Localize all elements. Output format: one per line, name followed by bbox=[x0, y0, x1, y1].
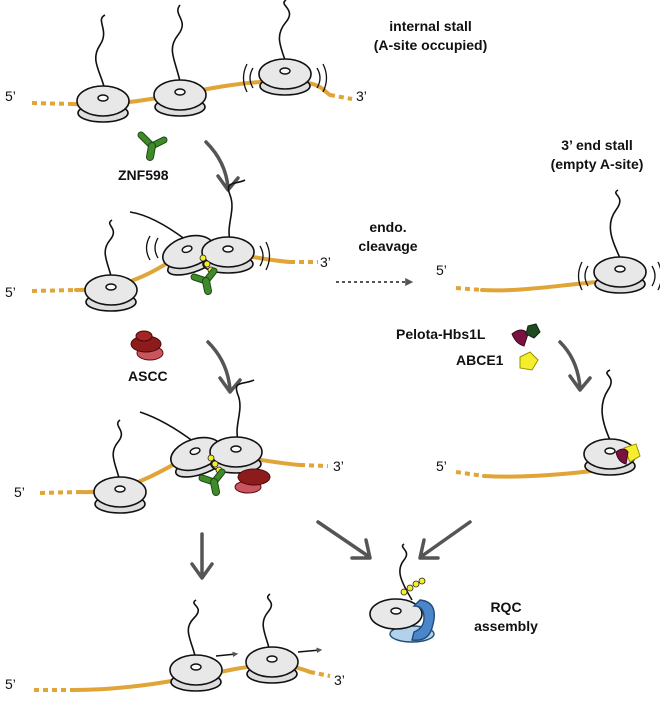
mrna-5prime-dash bbox=[39, 490, 81, 495]
five-prime-label: 5’ bbox=[436, 458, 447, 474]
five-prime-label: 5’ bbox=[14, 484, 25, 500]
ubiquitin-chain bbox=[207, 454, 223, 474]
nascent-chain bbox=[262, 593, 273, 653]
nascent-chain bbox=[278, 0, 291, 61]
nascent-chain bbox=[129, 211, 187, 241]
row4-resumed-translation bbox=[34, 593, 331, 692]
internal-stall-title: internal stall bbox=[389, 18, 472, 34]
mrna-5prime-dash bbox=[31, 101, 73, 106]
endo-label: endo. bbox=[369, 219, 407, 235]
nascent-chain bbox=[187, 599, 200, 661]
ribosome bbox=[76, 85, 130, 123]
movement-arrow bbox=[297, 647, 323, 654]
rqc-label: RQC bbox=[490, 599, 522, 615]
internal-stall-label: internal stall (A-site occupied) bbox=[358, 17, 503, 55]
row3-ascc-bound bbox=[39, 379, 329, 514]
movement-arrow bbox=[215, 651, 239, 658]
arrow-to-rqc bbox=[418, 520, 472, 560]
end-stall-ribosome bbox=[455, 189, 660, 294]
pelota-hbs1l-label: Pelota-Hbs1L bbox=[396, 326, 486, 342]
vibration-marks bbox=[145, 235, 151, 261]
ribosome bbox=[93, 476, 147, 514]
nascent-chain bbox=[227, 179, 246, 241]
five-prime-label: 5’ bbox=[5, 88, 16, 104]
rqc-assembly-label: RQC assembly bbox=[466, 598, 546, 636]
rescued-ribosome bbox=[455, 369, 641, 479]
ascc-label: ASCC bbox=[128, 368, 168, 384]
endo-cleavage-label: endo. cleavage bbox=[348, 218, 428, 256]
abce1-protein bbox=[623, 443, 641, 463]
three-prime-label: 3’ bbox=[320, 254, 331, 270]
mrna-5prime-dash bbox=[455, 286, 483, 292]
mrna-strand bbox=[482, 468, 602, 479]
stalled-ribosome bbox=[593, 256, 647, 294]
nascent-chain bbox=[609, 189, 621, 259]
five-prime-label: 5’ bbox=[5, 676, 16, 692]
vibration-marks bbox=[577, 261, 589, 291]
mrna-5prime-dash bbox=[31, 288, 77, 293]
five-prime-label: 5’ bbox=[436, 262, 447, 278]
arrow-down bbox=[558, 340, 592, 392]
arrow-to-rqc bbox=[316, 520, 372, 560]
ribosome bbox=[153, 79, 207, 117]
arrow-down bbox=[206, 340, 242, 394]
rqc-complex bbox=[369, 543, 435, 643]
stalled-ribosome bbox=[258, 58, 312, 96]
ascc-protein bbox=[130, 330, 164, 361]
ribosome bbox=[245, 646, 299, 684]
cleavage-label: cleavage bbox=[358, 238, 418, 254]
row2-collided-ribosomes bbox=[31, 179, 318, 312]
znf598-protein bbox=[190, 267, 218, 295]
nascent-chain bbox=[399, 543, 413, 601]
ribosome bbox=[169, 654, 223, 692]
three-prime-label: 3’ bbox=[356, 88, 367, 104]
end-stall-title: 3’ end stall bbox=[561, 137, 633, 153]
mrna-3prime-dash bbox=[329, 93, 353, 101]
znf598-protein bbox=[137, 131, 168, 161]
znf598-label: ZNF598 bbox=[118, 167, 169, 183]
vibration-marks bbox=[154, 237, 159, 259]
nascent-chain bbox=[171, 4, 184, 87]
three-prime-label: 3’ bbox=[333, 458, 344, 474]
vibration-marks bbox=[651, 261, 660, 291]
nascent-chain bbox=[112, 419, 123, 483]
vibration-marks bbox=[259, 241, 271, 271]
mrna-5prime-dash bbox=[455, 470, 485, 478]
mrna-3prime-dash bbox=[299, 463, 329, 468]
nascent-chain bbox=[601, 369, 612, 441]
znf598-protein bbox=[198, 468, 226, 496]
end-stall-subtitle: (empty A-site) bbox=[550, 156, 644, 172]
abce1-label: ABCE1 bbox=[456, 352, 504, 368]
nascent-chain bbox=[95, 14, 106, 91]
mrna-3prime-dash bbox=[309, 670, 331, 678]
ascc-protein bbox=[234, 468, 271, 494]
vibration-marks bbox=[242, 63, 254, 93]
pelota-hbs1l-protein bbox=[615, 448, 629, 465]
nascent-chain bbox=[104, 219, 115, 281]
assembly-label: assembly bbox=[474, 618, 538, 634]
internal-stall-subtitle: (A-site occupied) bbox=[373, 37, 488, 53]
pelota-hbs1l-protein bbox=[511, 323, 541, 347]
ribosome bbox=[84, 274, 138, 312]
nascent-chain bbox=[235, 379, 255, 441]
nascent-chain bbox=[139, 411, 195, 443]
row1-internal-stall bbox=[31, 0, 353, 123]
arrow-down bbox=[190, 532, 214, 580]
three-prime-label: 3’ bbox=[334, 672, 345, 688]
ubiquitin-chain bbox=[400, 577, 426, 596]
end-stall-label: 3’ end stall (empty A-site) bbox=[538, 136, 656, 174]
five-prime-label: 5’ bbox=[5, 284, 16, 300]
abce1-protein bbox=[519, 351, 539, 371]
